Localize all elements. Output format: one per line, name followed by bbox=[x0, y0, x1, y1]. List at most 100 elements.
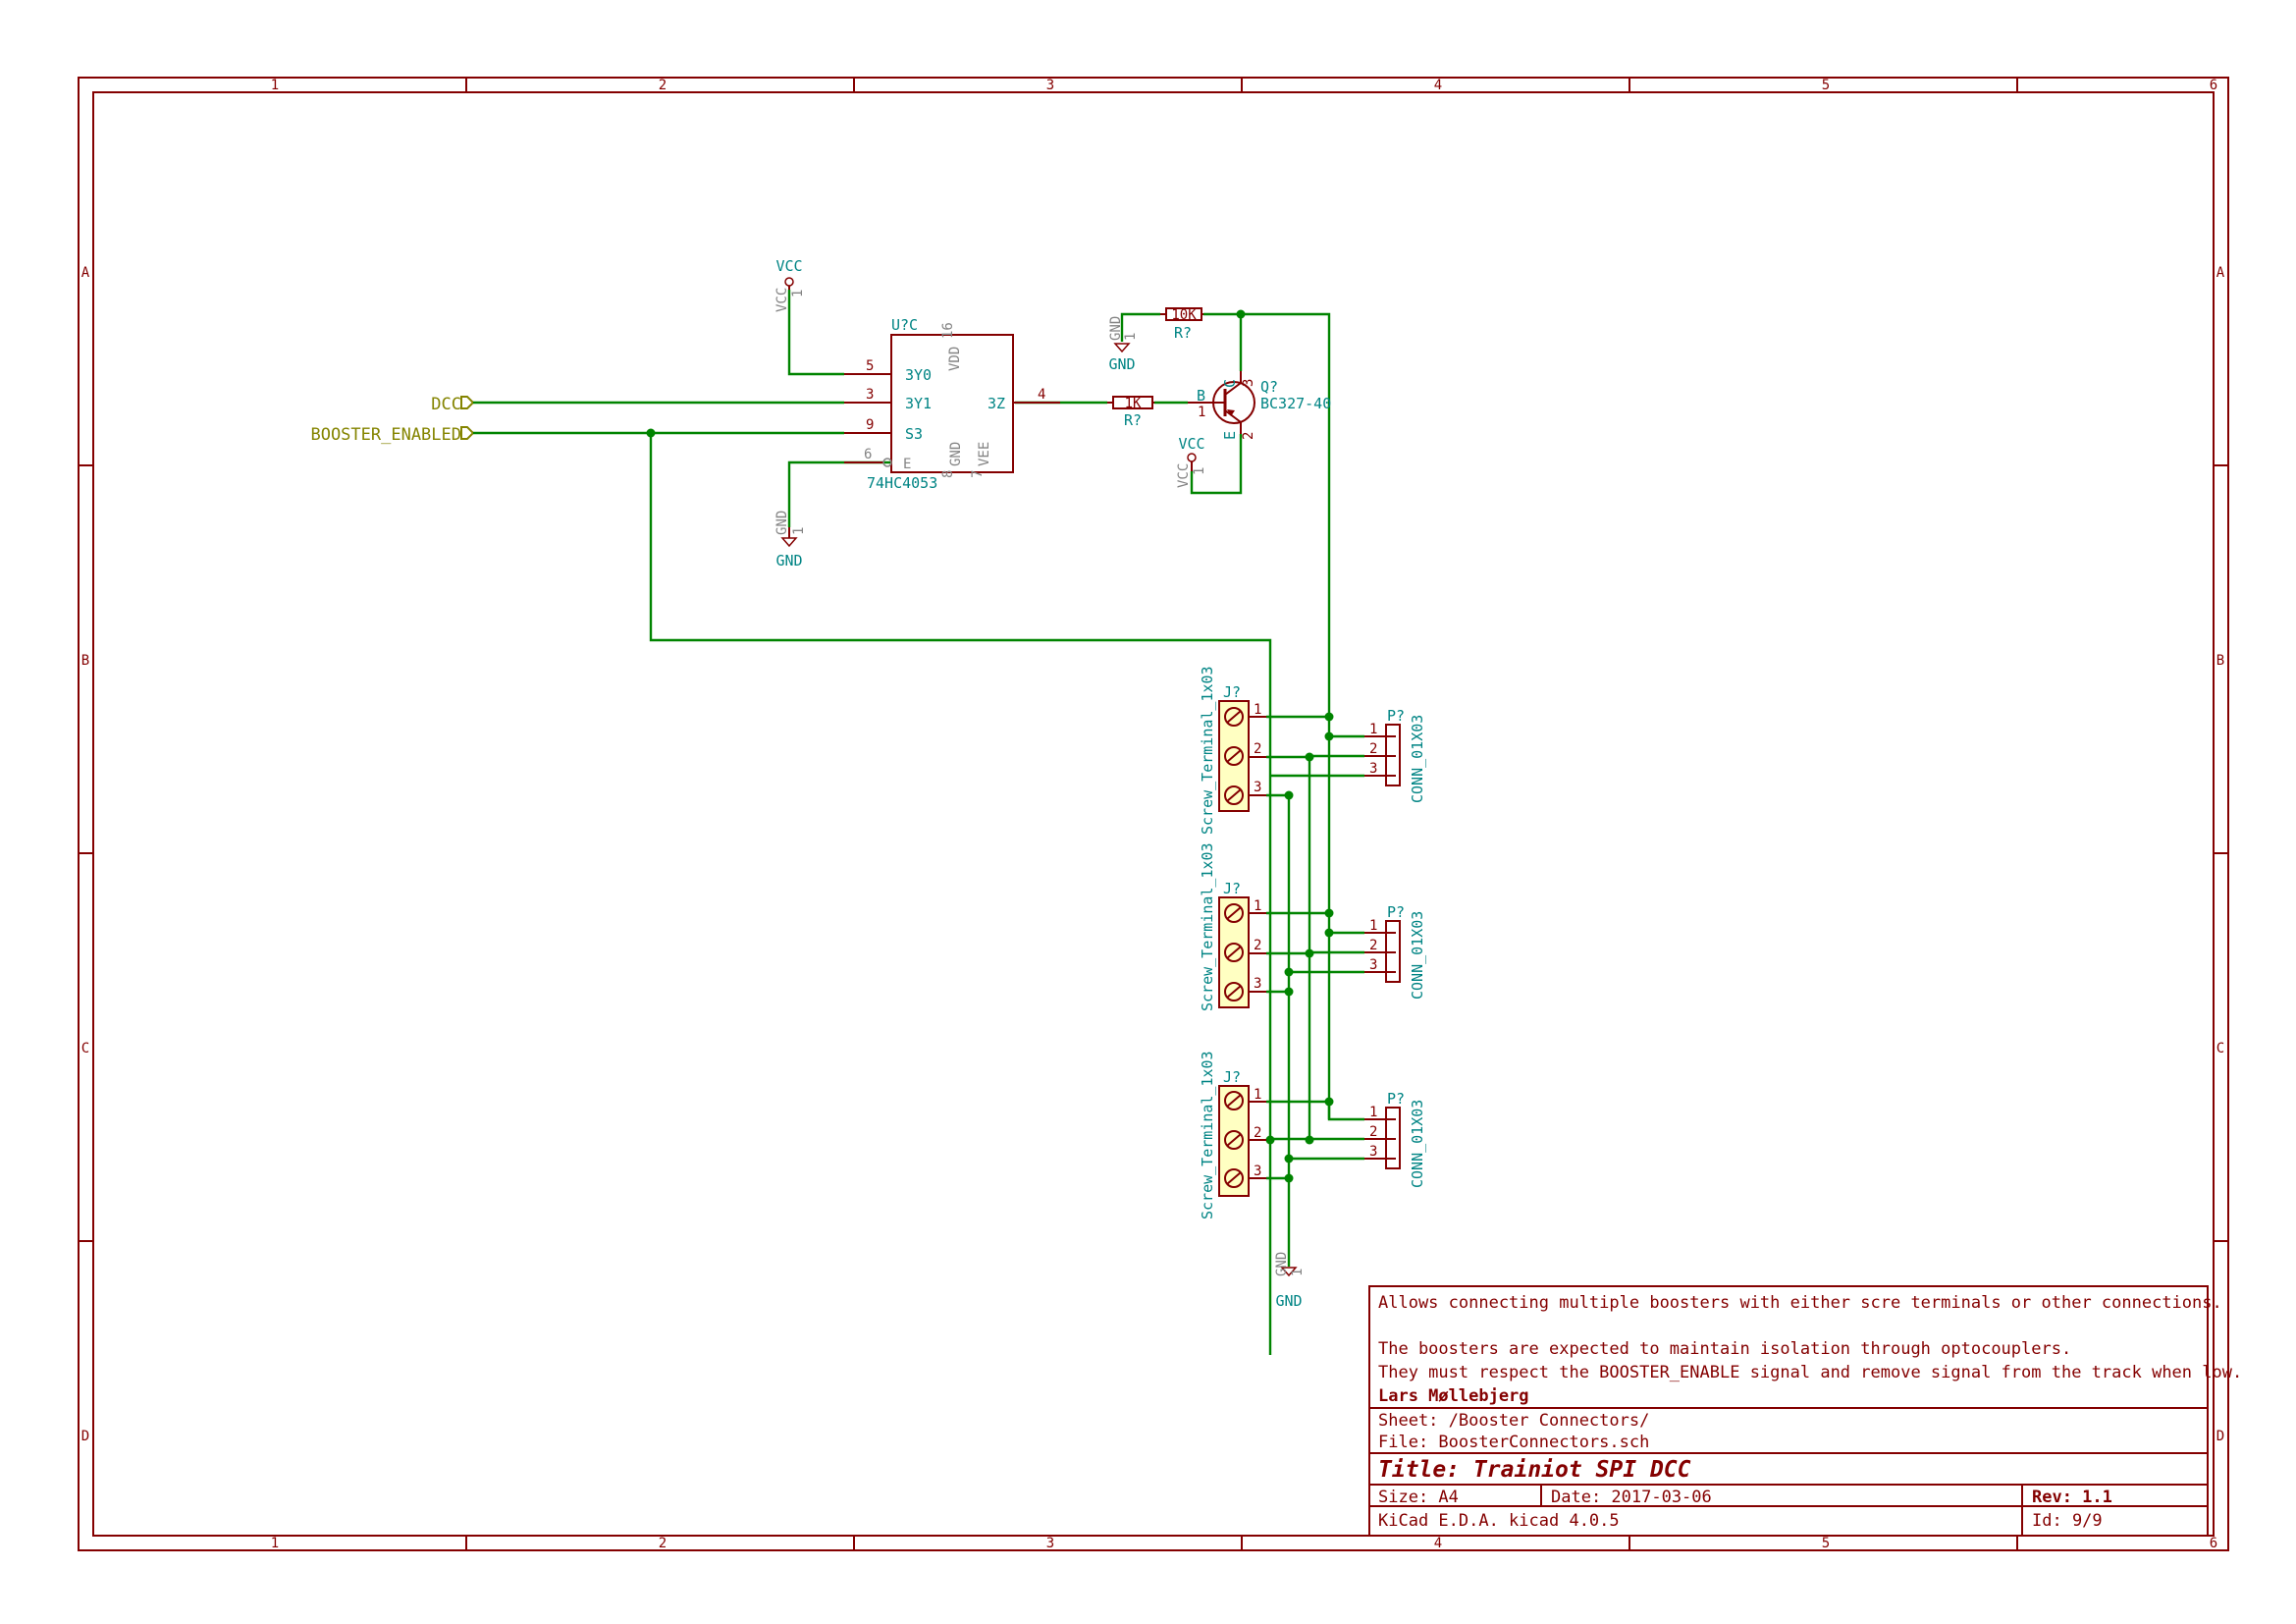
frame-row-d-right: D bbox=[2216, 1429, 2224, 1444]
power-vcc-mux-pin: 1 bbox=[790, 290, 806, 298]
power-gnd-bus-pin: 1 bbox=[1290, 1269, 1306, 1276]
frame-col-2-top: 2 bbox=[659, 78, 667, 93]
titleblock-comment-3: They must respect the BOOSTER_ENABLE sig… bbox=[1378, 1363, 2242, 1382]
power-gnd-mux: GND 1 GND bbox=[774, 511, 807, 569]
mux-pin-name-s3: S3 bbox=[905, 425, 923, 443]
connector-2-pin-1: 1 bbox=[1369, 918, 1377, 934]
frame-col-6-bottom: 6 bbox=[2210, 1536, 2217, 1551]
titleblock-file: File: BoosterConnectors.sch bbox=[1378, 1433, 1649, 1452]
power-gnd-10k-label: GND bbox=[1108, 355, 1135, 373]
transistor-pin-b: B bbox=[1197, 387, 1205, 405]
hier-label-dcc-text: DCC bbox=[431, 395, 461, 414]
title-block: Allows connecting multiple boosters with… bbox=[1368, 1285, 2242, 1537]
power-gnd-bus-hidden: GND bbox=[1274, 1252, 1290, 1276]
terminal-3-ref: J? bbox=[1223, 1068, 1241, 1086]
resistor-10k[interactable]: 10K R? bbox=[1160, 307, 1203, 342]
terminal-3-pin-1: 1 bbox=[1254, 1087, 1261, 1103]
mux-74hc4053[interactable]: U?C 74HC4053 5 3Y0 3 3Y1 9 S3 6 E 4 3Z V… bbox=[844, 316, 1060, 492]
frame-col-3-top: 3 bbox=[1046, 78, 1054, 93]
frame-row-d-left: D bbox=[81, 1429, 89, 1444]
connector-3-pin-2: 2 bbox=[1369, 1124, 1377, 1140]
mux-pin-num-16: 16 bbox=[940, 322, 956, 339]
frame-col-1-top: 1 bbox=[271, 78, 279, 93]
resistor-1k[interactable]: 1K R? bbox=[1107, 396, 1154, 429]
power-gnd-mux-pin: 1 bbox=[791, 527, 807, 535]
frame-col-5-top: 5 bbox=[1822, 78, 1830, 93]
frame-col-6-top: 6 bbox=[2210, 78, 2217, 93]
screw-terminal-3[interactable]: 1 2 3 J? Screw_Terminal_1x03 bbox=[1199, 1051, 1266, 1219]
drawing-frame: 1 2 3 4 5 6 1 2 3 4 5 6 A B C D A B C D bbox=[78, 77, 2229, 1551]
terminal-3-value: Screw_Terminal_1x03 bbox=[1199, 1051, 1216, 1219]
mux-pin-name-3z: 3Z bbox=[988, 395, 1005, 412]
titleblock-comment-2: The boosters are expected to maintain is… bbox=[1378, 1339, 2071, 1359]
mux-gnd-label: GND bbox=[948, 442, 964, 466]
connector-1-ref: P? bbox=[1387, 707, 1405, 725]
connector-1[interactable]: 1 2 3 P? CONN_01X03 bbox=[1364, 707, 1426, 803]
power-gnd-mux-hidden: GND bbox=[774, 511, 790, 535]
frame-col-2-bottom: 2 bbox=[659, 1536, 667, 1551]
connector-3-pin-3: 3 bbox=[1369, 1144, 1377, 1160]
transistor-num-b: 1 bbox=[1198, 405, 1205, 420]
power-vcc-transistor-label: VCC bbox=[1178, 435, 1204, 453]
transistor-num-e: 2 bbox=[1241, 432, 1256, 440]
screw-terminal-2[interactable]: 1 2 3 J? Screw_Terminal_1x03 bbox=[1199, 842, 1266, 1011]
titleblock-date: Date: 2017-03-06 bbox=[1551, 1488, 1712, 1507]
titleblock-tool: KiCad E.D.A. kicad 4.0.5 bbox=[1378, 1511, 1620, 1531]
resistor-1k-ref: R? bbox=[1124, 411, 1142, 429]
screw-terminal-1[interactable]: 1 2 3 J? Screw_Terminal_1x03 bbox=[1199, 666, 1266, 835]
power-vcc-transistor: VCC VCC 1 bbox=[1176, 435, 1207, 488]
hier-label-dcc[interactable]: DCC bbox=[431, 395, 475, 414]
terminal-2-pin-2: 2 bbox=[1254, 938, 1261, 953]
frame-col-4-top: 4 bbox=[1434, 78, 1442, 93]
hier-label-booster-enabled-text: BOOSTER_ENABLED bbox=[310, 425, 461, 445]
power-vcc-transistor-hidden: VCC bbox=[1176, 463, 1192, 488]
mux-pin-num-9: 9 bbox=[866, 417, 874, 433]
transistor-pin-c: C bbox=[1221, 379, 1239, 388]
connector-3[interactable]: 1 2 3 P? CONN_01X03 bbox=[1364, 1090, 1426, 1188]
frame-row-a-right: A bbox=[2216, 265, 2225, 281]
frame-col-3-bottom: 3 bbox=[1046, 1536, 1054, 1551]
titleblock-comment-1: Allows connecting multiple boosters with… bbox=[1378, 1293, 2222, 1313]
terminal-1-pin-1: 1 bbox=[1254, 702, 1261, 718]
power-vcc-mux-hidden: VCC bbox=[774, 288, 790, 312]
mux-pin-name-e: E bbox=[903, 457, 911, 472]
connector-3-pin-1: 1 bbox=[1369, 1105, 1377, 1120]
connector-3-value: CONN_01X03 bbox=[1409, 1100, 1426, 1188]
mux-pin-name-3y1: 3Y1 bbox=[905, 395, 932, 412]
titleblock-size: Size: A4 bbox=[1378, 1488, 1459, 1507]
titleblock-id: Id: 9/9 bbox=[2032, 1511, 2103, 1531]
terminal-3-pin-2: 2 bbox=[1254, 1125, 1261, 1141]
mux-pin-num-8: 8 bbox=[940, 470, 956, 478]
terminal-2-ref: J? bbox=[1223, 880, 1241, 897]
mux-value: 74HC4053 bbox=[867, 474, 937, 492]
power-vcc-transistor-pin: 1 bbox=[1192, 467, 1207, 475]
mux-pin-name-3y0: 3Y0 bbox=[905, 366, 932, 384]
transistor-pin-e: E bbox=[1221, 431, 1239, 440]
hier-label-booster-enabled[interactable]: BOOSTER_ENABLED bbox=[310, 425, 475, 445]
connector-2-pin-3: 3 bbox=[1369, 957, 1377, 973]
terminal-2-pin-3: 3 bbox=[1254, 976, 1261, 992]
power-vcc-mux-label: VCC bbox=[775, 257, 802, 275]
power-gnd-mux-label: GND bbox=[775, 552, 802, 569]
mux-pin-num-4: 4 bbox=[1038, 387, 1045, 403]
power-gnd-10k-pin: 1 bbox=[1123, 333, 1139, 341]
terminal-1-pin-3: 3 bbox=[1254, 780, 1261, 795]
frame-col-4-bottom: 4 bbox=[1434, 1536, 1442, 1551]
connector-1-pin-3: 3 bbox=[1369, 761, 1377, 777]
resistor-1k-value: 1K bbox=[1125, 396, 1142, 411]
connector-2[interactable]: 1 2 3 P? CONN_01X03 bbox=[1364, 903, 1426, 1000]
connector-2-ref: P? bbox=[1387, 903, 1405, 921]
mux-pin-num-7: 7 bbox=[970, 470, 986, 478]
junctions bbox=[646, 309, 1334, 1183]
connector-1-value: CONN_01X03 bbox=[1409, 715, 1426, 803]
connector-1-pin-1: 1 bbox=[1369, 722, 1377, 737]
connector-2-pin-2: 2 bbox=[1369, 938, 1377, 953]
terminal-2-pin-1: 1 bbox=[1254, 898, 1261, 914]
mux-ref: U?C bbox=[891, 316, 918, 334]
transistor-bc327[interactable]: B 1 C 3 E 2 Q? BC327-40 bbox=[1188, 371, 1331, 440]
frame-row-c-right: C bbox=[2216, 1041, 2224, 1056]
terminal-1-pin-2: 2 bbox=[1254, 741, 1261, 757]
transistor-value: BC327-40 bbox=[1260, 395, 1331, 412]
resistor-10k-ref: R? bbox=[1174, 324, 1192, 342]
